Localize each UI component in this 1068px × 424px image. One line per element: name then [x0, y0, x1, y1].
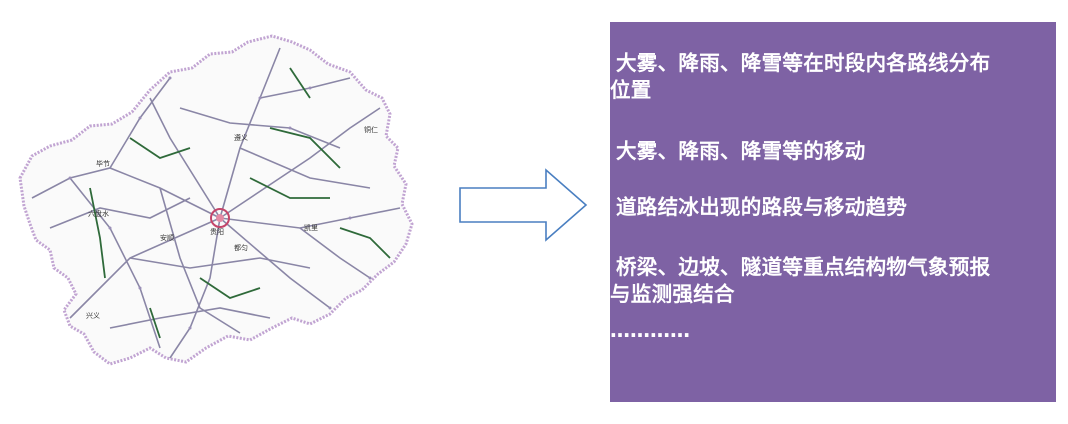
panel-item-line: 与监测强结合	[610, 282, 735, 306]
panel-item-fog-rain-snow-distribution: 大雾、降雨、降雪等在时段内各路线分布 位置	[610, 50, 990, 104]
panel-item-fog-rain-snow-movement: 大雾、降雨、降雪等的移动	[610, 138, 866, 165]
panel-item-line: 道路结冰出现的路段与移动趋势	[616, 195, 908, 219]
map-label-duyun: 都匀	[234, 243, 248, 252]
map-label-zunyi: 遵义	[234, 133, 248, 142]
panel-item-line: 大雾、降雨、降雪等的移动	[616, 139, 866, 163]
panel-item-road-icing: 道路结冰出现的路段与移动趋势	[610, 194, 907, 221]
panel-item-line: 位置	[610, 78, 652, 102]
map-label-anshun: 安顺	[160, 233, 174, 242]
panel-ellipsis: …………	[610, 318, 690, 342]
right-arrow-icon	[458, 168, 590, 242]
map-label-liupanshui: 六盘水	[88, 209, 109, 218]
guiyang-marker	[210, 208, 230, 228]
green-roads	[89, 67, 391, 339]
map-label-guiyang: 贵阳	[210, 227, 224, 236]
province-outline	[18, 34, 414, 366]
panel-item-structure-forecast: 桥梁、边坡、隧道等重点结构物气象预报 与监测强结合	[610, 254, 990, 308]
info-panel: 大雾、降雨、降雪等在时段内各路线分布 位置 大雾、降雨、降雪等的移动 道路结冰出…	[610, 22, 1056, 402]
road-network-map: 毕节 遵义 铜仁 六盘水 安顺 贵阳 凯里 都匀 兴义	[10, 28, 422, 368]
town-dots	[68, 76, 372, 330]
guiyang-dot	[216, 214, 224, 222]
guizhou-map-icon: 毕节 遵义 铜仁 六盘水 安顺 贵阳 凯里 都匀 兴义	[18, 34, 414, 366]
map-label-tongren: 铜仁	[364, 125, 378, 134]
map-label-bijie: 毕节	[96, 159, 110, 168]
map-label-xingyi: 兴义	[86, 311, 100, 320]
map-label-kaili: 凯里	[304, 223, 318, 232]
panel-item-line: 大雾、降雨、降雪等在时段内各路线分布	[616, 51, 991, 75]
panel-item-line: 桥梁、边坡、隧道等重点结构物气象预报	[616, 255, 991, 279]
arrow-shape	[459, 168, 588, 242]
